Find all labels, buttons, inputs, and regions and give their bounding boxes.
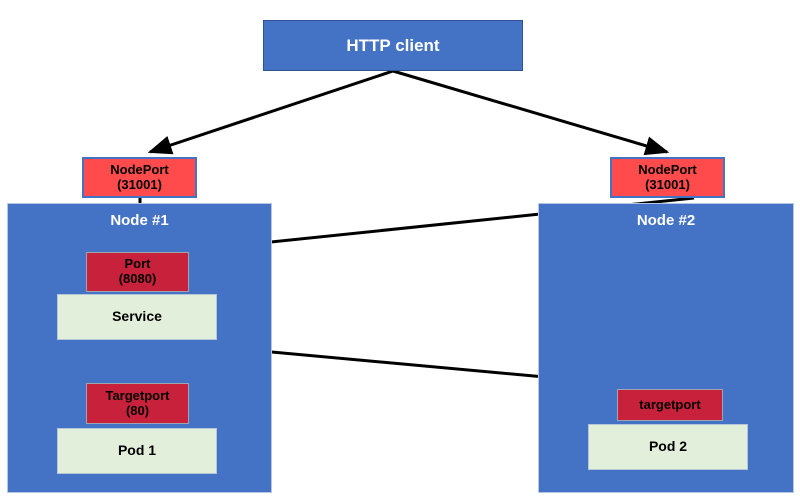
pod-label-1: Pod 1 [117, 442, 157, 459]
pod-label-2: Pod 2 [648, 438, 688, 455]
nodeport-name-2: NodePort [638, 161, 697, 177]
pod-box-2[interactable]: Pod 2 [588, 424, 748, 470]
nodeport-box-2[interactable]: NodePort (31001) [610, 157, 725, 198]
nodeport-port-2: (31001) [645, 176, 690, 192]
http-client-box[interactable]: HTTP client [263, 20, 523, 71]
targetport-name-1: Targetport [105, 387, 170, 403]
port-box[interactable]: Port (8080) [86, 252, 189, 292]
targetport-number-1: (80) [125, 402, 150, 418]
arrow-client-to-nodeport-1 [147, 69, 394, 155]
targetport-name-2: targetport [639, 396, 701, 412]
service-label: Service [112, 308, 162, 325]
port-name: Port [124, 256, 151, 272]
nodeport-name-1: NodePort [110, 161, 169, 177]
nodeport-port-1: (31001) [117, 176, 162, 192]
http-client-label: HTTP client [346, 35, 440, 55]
arrow-client-to-nodeport-2 [392, 69, 670, 156]
service-box[interactable]: Service [57, 294, 217, 340]
pod-box-1[interactable]: Pod 1 [57, 428, 217, 474]
targetport-box-2[interactable]: targetport [617, 389, 723, 421]
port-number: (8080) [118, 271, 157, 286]
node-label-1: Node #1 [110, 212, 169, 229]
targetport-box-1[interactable]: Targetport (80) [86, 383, 189, 424]
node-label-2: Node #2 [636, 212, 696, 229]
nodeport-box-1[interactable]: NodePort (31001) [82, 157, 197, 198]
